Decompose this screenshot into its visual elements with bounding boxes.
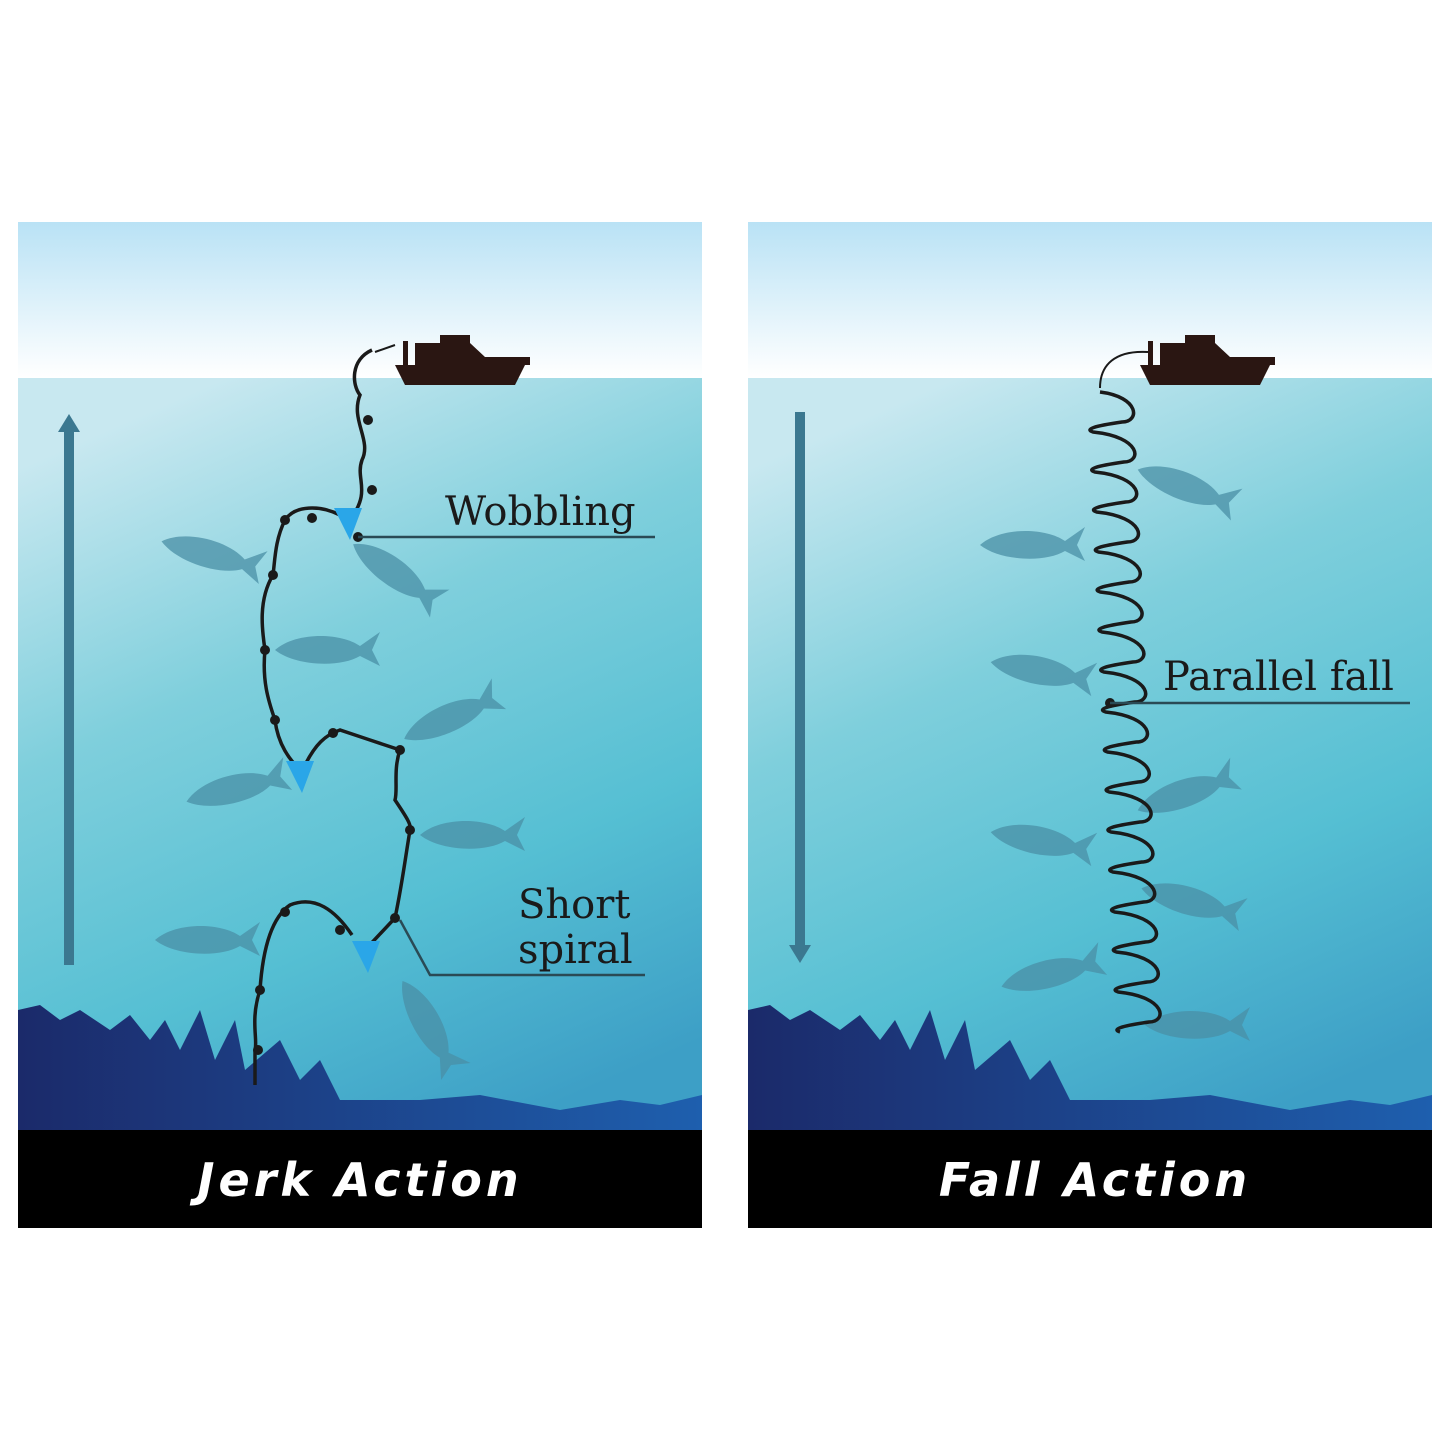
label-parallel-fall: Parallel fall: [1163, 654, 1394, 700]
title-band: [748, 1130, 1432, 1228]
up-arrow-icon: [64, 430, 74, 965]
jerk-action-panel: Jerk Action Wobbling Short spiral: [18, 222, 702, 1228]
seabed: [748, 1005, 1432, 1130]
down-arrow-icon: [795, 412, 805, 947]
title-band: [18, 1130, 702, 1228]
lure-path: [1088, 390, 1162, 1034]
label-spiral: spiral: [518, 927, 633, 973]
label-wobbling: Wobbling: [445, 489, 636, 535]
panel-title: Jerk Action: [189, 1153, 522, 1207]
seabed: [18, 1005, 702, 1130]
label-short: Short: [518, 882, 630, 928]
lure-path: [253, 348, 413, 1085]
panel-title: Fall Action: [939, 1153, 1251, 1207]
fall-action-panel: Fall Action Parallel fall: [374, 222, 1432, 1228]
